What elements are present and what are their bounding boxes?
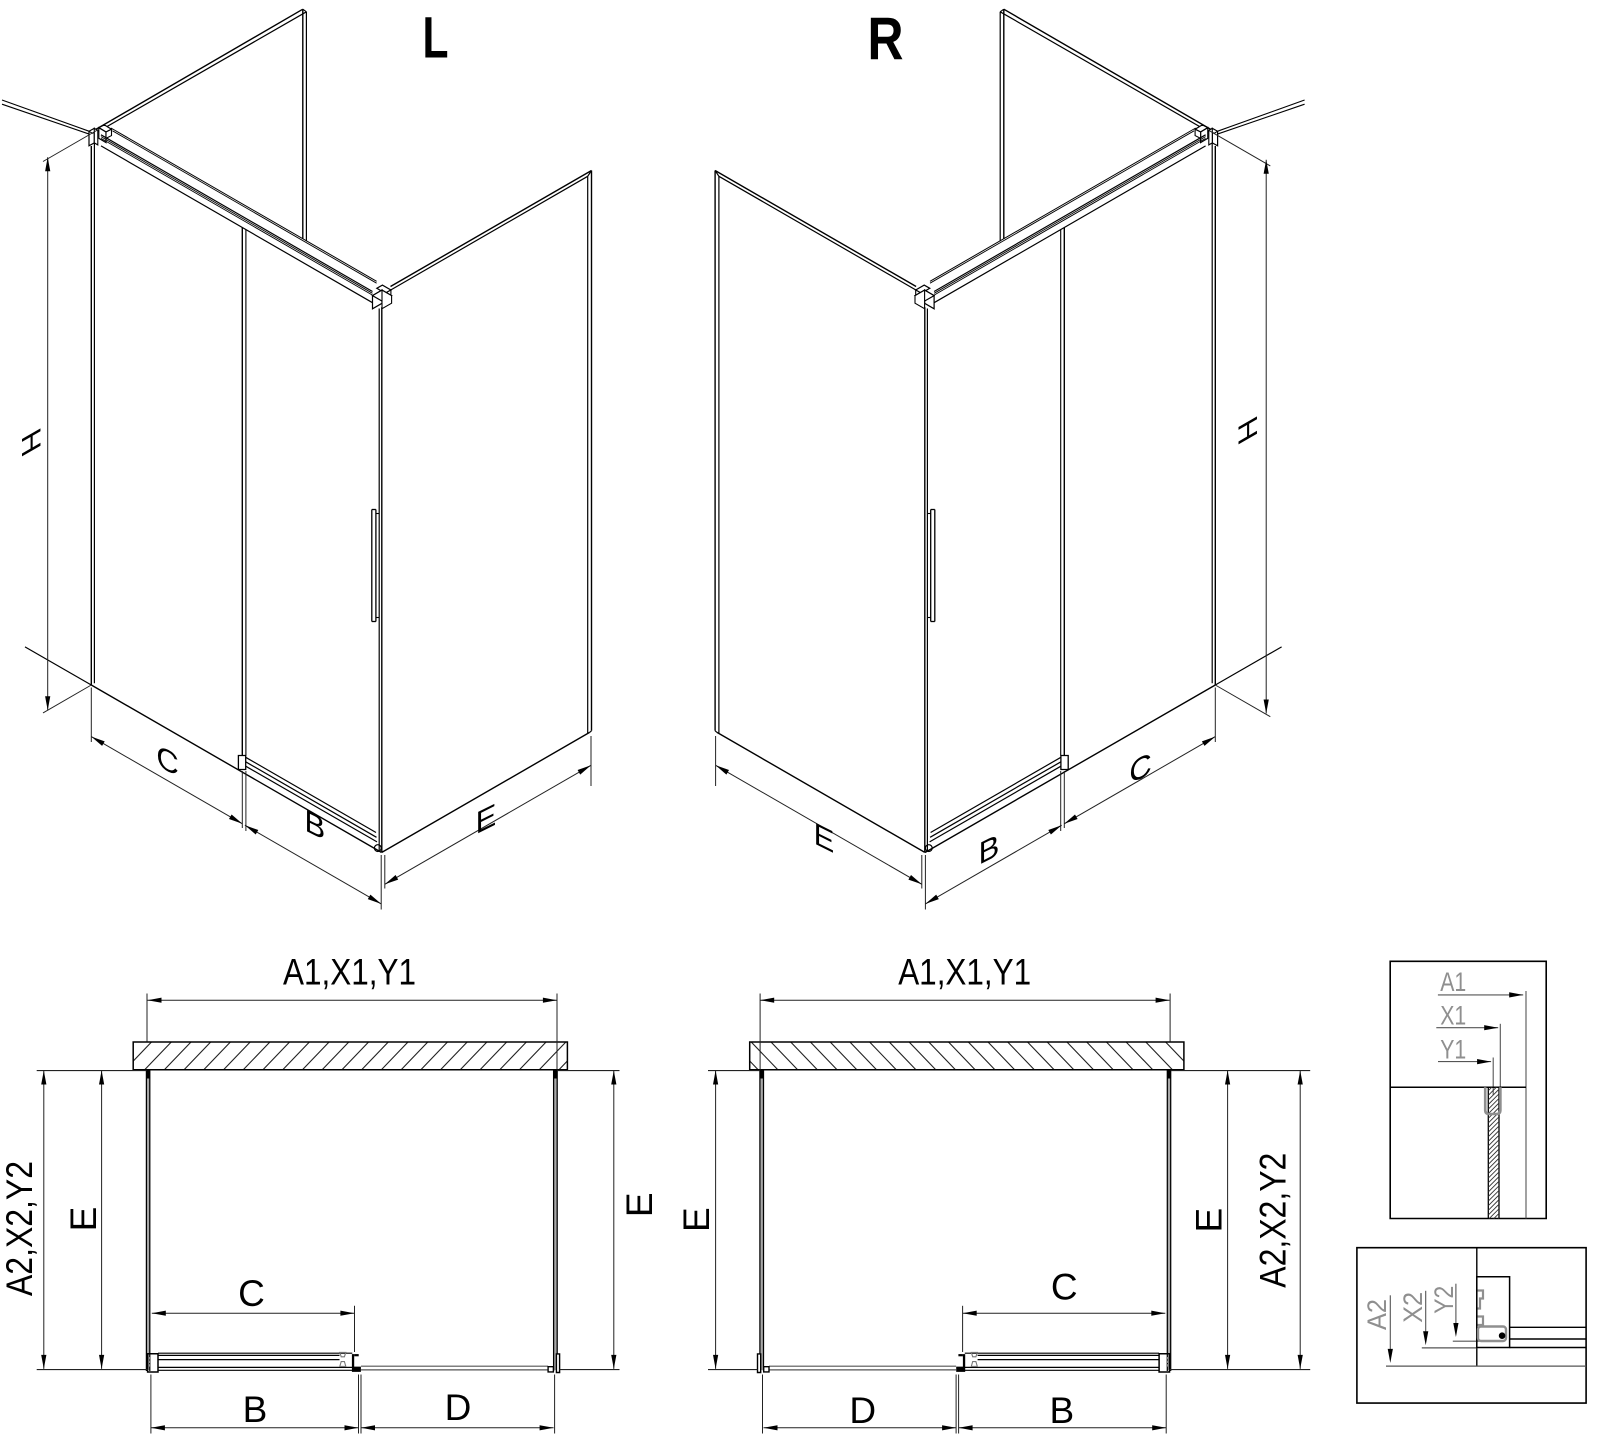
svg-text:A1,X1,Y1: A1,X1,Y1 (898, 952, 1031, 993)
svg-text:C: C (1129, 745, 1151, 791)
svg-text:B: B (1049, 1390, 1074, 1431)
svg-text:Y2: Y2 (1429, 1286, 1459, 1314)
svg-text:A1: A1 (1440, 967, 1466, 997)
svg-text:C: C (238, 1273, 265, 1314)
svg-text:B: B (304, 802, 325, 847)
svg-text:E: E (676, 1207, 717, 1232)
svg-text:E: E (476, 796, 497, 841)
svg-text:E: E (814, 815, 835, 860)
svg-text:X2: X2 (1398, 1292, 1428, 1323)
svg-text:D: D (445, 1387, 472, 1428)
svg-text:E: E (619, 1192, 660, 1217)
svg-text:B: B (243, 1389, 268, 1430)
svg-text:C: C (156, 737, 178, 783)
svg-text:C: C (1051, 1267, 1078, 1308)
svg-text:D: D (849, 1390, 876, 1431)
svg-text:E: E (1188, 1208, 1229, 1233)
svg-text:A2: A2 (1362, 1299, 1392, 1330)
svg-text:X1: X1 (1440, 1001, 1466, 1031)
svg-text:A2,X2,Y2: A2,X2,Y2 (1253, 1153, 1294, 1288)
svg-text:E: E (63, 1207, 104, 1232)
svg-text:A1,X1,Y1: A1,X1,Y1 (283, 952, 416, 993)
svg-text:Y1: Y1 (1440, 1034, 1466, 1064)
svg-text:R: R (868, 6, 904, 73)
svg-text:B: B (979, 826, 1000, 871)
svg-text:A2,X2,Y2: A2,X2,Y2 (0, 1161, 40, 1296)
svg-text:L: L (423, 6, 449, 71)
